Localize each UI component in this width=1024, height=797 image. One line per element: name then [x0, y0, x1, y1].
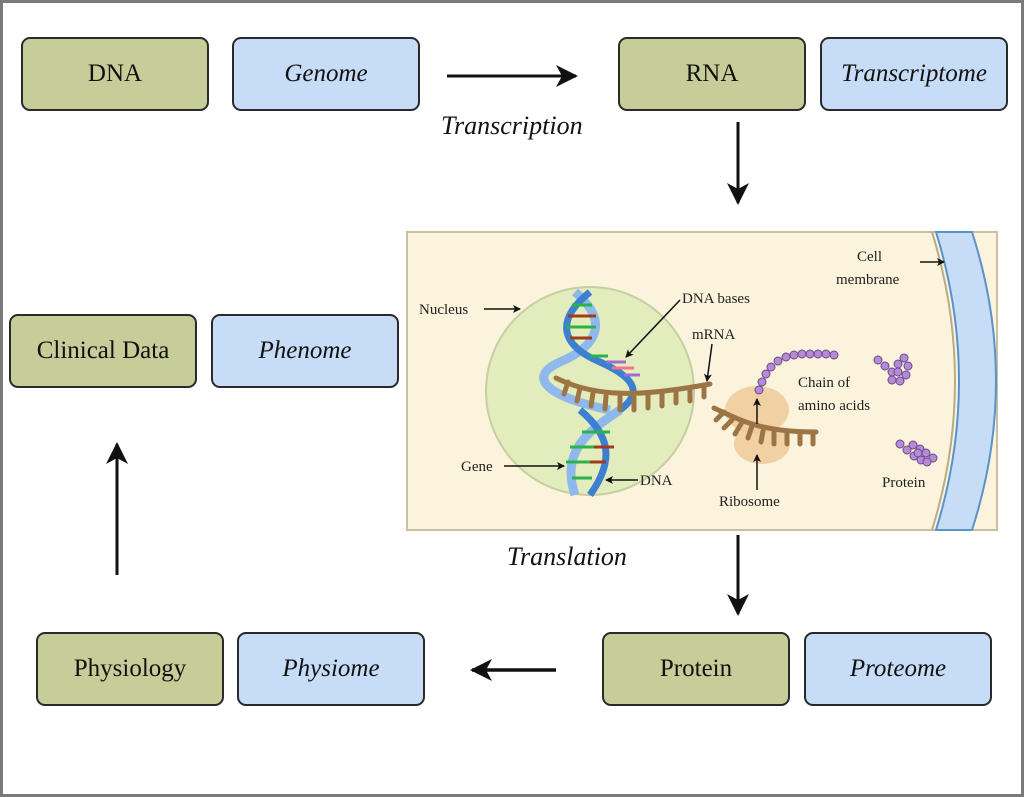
clinical-data-label: Clinical Data [36, 337, 170, 364]
dna-box: DNA [21, 37, 209, 111]
phenome-label: Phenome [258, 337, 352, 364]
physiome-box: Physiome [237, 632, 425, 706]
dna-cell-label: DNA [640, 473, 673, 489]
clinical-data-box: Clinical Data [9, 314, 197, 388]
rna-box: RNA [618, 37, 806, 111]
protein-box: Protein [602, 632, 790, 706]
transcriptome-label: Transcriptome [841, 60, 987, 87]
cell-membrane-label-2: membrane [836, 272, 900, 288]
folded-protein-1 [873, 353, 913, 386]
transcriptome-box: Transcriptome [820, 37, 1008, 111]
dna-helix [539, 288, 640, 498]
amino-acid-chain [754, 349, 839, 395]
physiology-box: Physiology [36, 632, 224, 706]
cell-illustration: Nucleus DNA bases mRNA Gene DNA Cell mem… [406, 231, 998, 531]
transcription-label: Transcription [441, 111, 583, 140]
ribosome-label: Ribosome [719, 494, 780, 510]
dna-label: DNA [87, 60, 143, 87]
chain-label-1: Chain of [798, 375, 850, 391]
translation-label: Translation [507, 542, 627, 571]
cell-membrane-label-1: Cell [857, 249, 882, 265]
genome-label: Genome [284, 60, 368, 87]
proteome-box: Proteome [804, 632, 992, 706]
protein-label: Protein [659, 655, 733, 682]
phenome-box: Phenome [211, 314, 399, 388]
mrna-strand [553, 375, 713, 413]
physiome-label: Physiome [282, 655, 380, 682]
chain-label-2: amino acids [798, 398, 870, 414]
folded-protein-2 [895, 439, 938, 467]
genome-box: Genome [232, 37, 420, 111]
mrna-ribosome [711, 405, 819, 447]
dna-bases-label: DNA bases [682, 291, 750, 307]
proteome-label: Proteome [849, 655, 947, 682]
protein-cell-label: Protein [882, 475, 926, 491]
cell-membrane [934, 231, 997, 531]
physiology-label: Physiology [73, 655, 187, 682]
nucleus-label: Nucleus [419, 302, 468, 318]
rna-label: RNA [685, 60, 739, 87]
mrna-label: mRNA [692, 327, 736, 343]
gene-label: Gene [461, 459, 493, 475]
